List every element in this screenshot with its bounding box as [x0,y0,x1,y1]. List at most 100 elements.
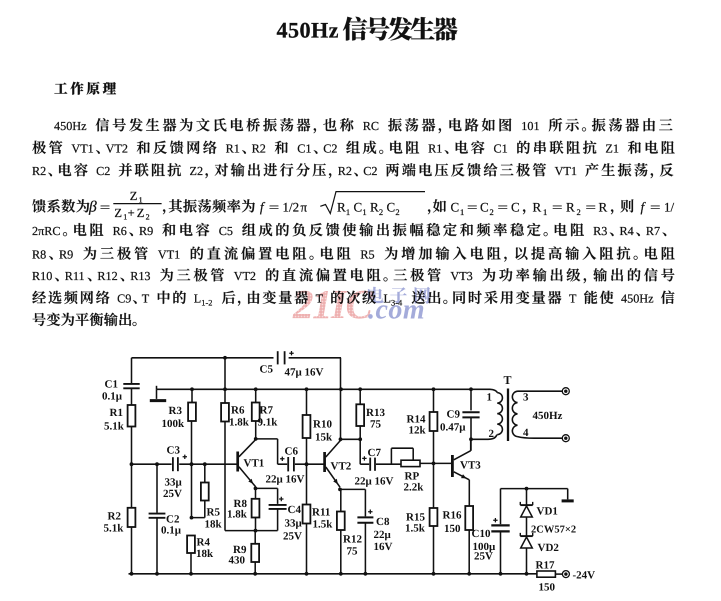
svg-text:T: T [142,292,150,306]
svg-text:C: C [451,199,460,214]
svg-text:=: = [552,199,563,214]
svg-text:100k: 100k [162,418,186,430]
svg-text:L: L [384,292,391,306]
svg-text:22μ 16V: 22μ 16V [266,474,305,486]
svg-text:4: 4 [523,427,529,439]
svg-text:C1: C1 [105,379,118,391]
svg-text:f: f [641,199,647,214]
svg-text:R12: R12 [97,269,117,283]
svg-text:C: C [387,199,396,214]
svg-text:C: C [354,199,363,214]
svg-text:R2: R2 [32,164,46,178]
svg-text:450Hz: 450Hz [533,410,563,422]
svg-text:T: T [316,292,324,306]
svg-text:C4: C4 [288,504,302,516]
svg-text:R9: R9 [59,248,73,262]
svg-text:C2: C2 [96,164,110,178]
svg-text:=: = [650,199,661,214]
svg-text:33μ: 33μ [165,477,183,489]
svg-text:=: = [100,199,111,214]
svg-text:C2: C2 [323,142,337,156]
svg-text:π: π [301,199,308,214]
svg-text:3: 3 [523,392,529,404]
svg-text:R2: R2 [108,511,122,523]
svg-text:R1: R1 [428,142,442,156]
svg-text:75: 75 [347,546,359,558]
svg-text:C5: C5 [219,224,233,238]
svg-text:R11: R11 [65,269,85,283]
svg-text:R1: R1 [110,407,123,419]
svg-text:21IC: 21IC [292,281,373,327]
svg-text:C3: C3 [167,445,181,457]
svg-text:C10: C10 [472,528,491,540]
svg-text:VT1: VT1 [158,248,180,262]
svg-text:1: 1 [543,207,547,217]
svg-text:R13: R13 [366,407,385,419]
svg-text:+: + [128,206,135,220]
svg-text:C2: C2 [363,164,377,178]
svg-text:C9: C9 [447,409,461,421]
svg-text:25V: 25V [474,551,493,563]
svg-text:1: 1 [139,195,143,204]
svg-text:1.5k: 1.5k [313,519,334,531]
svg-text:VT2: VT2 [106,142,128,156]
svg-text:VT3: VT3 [460,460,481,472]
svg-text:150: 150 [539,582,556,594]
svg-text:1.8k: 1.8k [229,417,250,429]
svg-text:450Hz: 450Hz [54,119,87,133]
svg-text:C1: C1 [297,142,311,156]
svg-text:1: 1 [346,207,350,217]
svg-text:R17: R17 [536,560,555,572]
svg-text:R5: R5 [207,507,221,519]
svg-text:2: 2 [379,207,383,217]
svg-text:.com: .com [368,295,425,326]
svg-text:1-2: 1-2 [201,299,212,308]
svg-text:Z: Z [137,206,145,220]
svg-text:15k: 15k [315,432,333,444]
svg-text:2: 2 [395,207,399,217]
svg-text:f: f [260,199,266,214]
svg-text:R8: R8 [234,498,248,510]
svg-text:T: T [569,292,577,306]
svg-text:0.1μ: 0.1μ [161,525,182,537]
svg-text:L: L [194,292,201,306]
svg-text:C: C [480,199,489,214]
svg-text:25V: 25V [283,531,302,543]
svg-text:R8: R8 [32,248,46,262]
svg-text:VT1: VT1 [555,164,577,178]
svg-text:R16: R16 [443,510,462,522]
svg-text:25V: 25V [163,488,182,500]
svg-text:VT3: VT3 [450,269,472,283]
svg-text:1/: 1/ [664,199,675,214]
svg-text:C2: C2 [166,514,180,526]
svg-text:=: = [498,199,509,214]
svg-text:C9: C9 [117,292,131,306]
svg-text:RC: RC [363,119,379,133]
svg-text:1.8k: 1.8k [227,509,248,521]
svg-text:R: R [566,199,575,214]
svg-text:=: = [269,199,280,214]
svg-text:VT1: VT1 [71,142,93,156]
svg-text:C5: C5 [260,364,274,376]
svg-text:Z: Z [130,189,138,203]
svg-text:RP: RP [405,471,420,483]
svg-text:R14: R14 [407,414,426,426]
svg-text:75: 75 [370,419,382,431]
svg-text:R10: R10 [32,269,52,283]
svg-text:18k: 18k [196,548,214,560]
svg-text:1/2: 1/2 [283,199,300,214]
svg-text:0.47μ: 0.47μ [440,422,466,434]
svg-text:R6: R6 [231,405,245,417]
svg-text:5.1k: 5.1k [104,523,125,535]
svg-text:C7: C7 [368,447,382,459]
svg-text:22μ 16V: 22μ 16V [355,476,394,488]
svg-text:9.1k: 9.1k [258,417,279,429]
svg-text:33μ: 33μ [285,518,303,530]
svg-text:VT2: VT2 [331,461,352,473]
svg-text:R2: R2 [338,164,352,178]
svg-text:2πRC: 2πRC [32,224,61,238]
svg-text:2.2k: 2.2k [404,482,425,494]
svg-text:R1: R1 [226,142,240,156]
svg-text:R4: R4 [620,224,634,238]
svg-text:22μ: 22μ [374,529,392,541]
